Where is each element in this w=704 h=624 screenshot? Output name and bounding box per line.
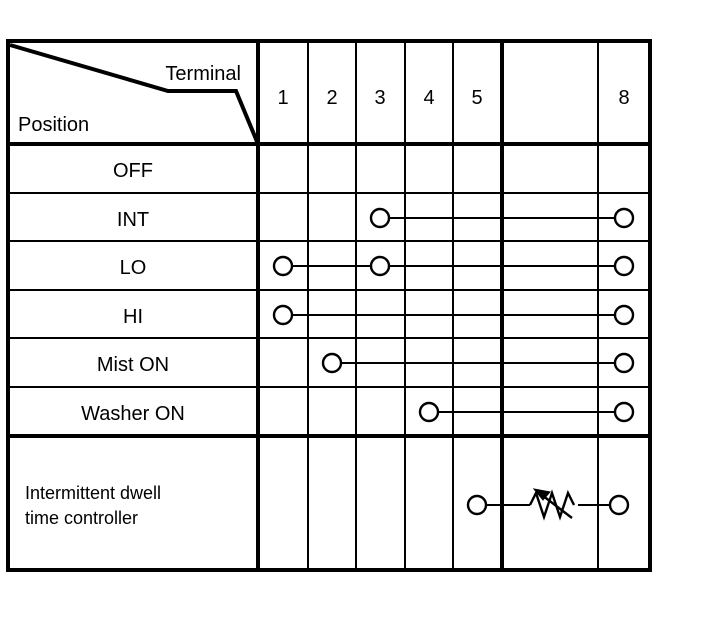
variable-resistor-icon [528, 489, 576, 521]
node-mist-terminal-2 [321, 352, 343, 374]
node-int-terminal-3 [369, 207, 391, 229]
column-separators [256, 41, 599, 570]
row-label-hi: HI [123, 306, 143, 328]
row-labels: OFF INT LO HI Mist ON Washer ON Intermit… [25, 160, 185, 528]
connection-hi-1-8 [272, 304, 635, 326]
table-outer-border [6, 39, 652, 572]
header-position-label: Position [18, 114, 89, 136]
node-dwell-terminal-8 [608, 494, 630, 516]
column-header-3: 3 [374, 87, 385, 109]
header-diagonal-divider [9, 43, 260, 145]
connection-int-3-8 [369, 207, 635, 229]
row-label-dwell-line1: Intermittent dwell [25, 483, 161, 503]
node-lo-terminal-8 [613, 255, 635, 277]
column-header-4: 4 [423, 87, 434, 109]
connection-washer-4-8 [418, 401, 635, 423]
column-header-5: 5 [471, 87, 482, 109]
row-label-dwell-line2: time controller [25, 508, 138, 528]
node-dwell-terminal-5 [466, 494, 488, 516]
row-label-lo: LO [120, 257, 147, 279]
node-washer-terminal-8 [613, 401, 635, 423]
column-header-2: 2 [326, 87, 337, 109]
node-lo-terminal-2 [369, 255, 391, 277]
column-header-1: 1 [277, 87, 288, 109]
node-hi-terminal-8 [613, 304, 635, 326]
column-header-8: 8 [618, 87, 629, 109]
row-label-off: OFF [113, 160, 153, 182]
header-terminal-label: Terminal [165, 63, 241, 85]
node-mist-terminal-8 [613, 352, 635, 374]
row-label-washer-on: Washer ON [81, 403, 185, 425]
connection-lo-1-2-8 [272, 255, 635, 277]
connection-dwell-5-8 [466, 488, 630, 521]
node-lo-terminal-1 [272, 255, 294, 277]
row-separators [8, 142, 650, 438]
column-headers: 1 2 3 4 5 8 [277, 87, 629, 109]
node-washer-terminal-4 [418, 401, 440, 423]
connection-mist-2-8 [321, 352, 635, 374]
node-int-terminal-8 [613, 207, 635, 229]
row-label-mist-on: Mist ON [97, 354, 169, 376]
node-hi-terminal-1 [272, 304, 294, 326]
variable-resistor-arrow-head [532, 488, 551, 501]
row-label-int: INT [117, 209, 149, 231]
